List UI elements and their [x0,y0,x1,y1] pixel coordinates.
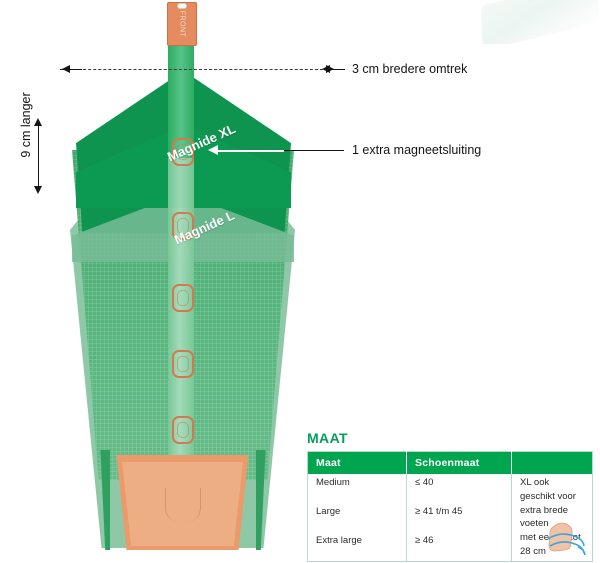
photo-fragment [470,0,600,44]
cell-maat-medium: Medium [307,474,407,503]
cell-schoenmaat-medium: ≤ 40 [406,474,512,503]
cell-maat-extra-large: Extra large [307,531,407,562]
width-callout-label: 3 cm bredere omtrek [352,62,468,76]
note-line-2: extra brede voeten [520,504,569,530]
foot-side-right [256,450,266,550]
magnet-callout-arrow-icon [208,145,218,155]
cell-schoenmaat-extra-large: ≥ 46 [406,531,512,562]
note-line-1: XL ook geschikt voor [520,477,576,502]
cell-maat-large: Large [307,502,407,532]
product-illustration: FRONT Magnide XL Magnide L [60,0,350,563]
size-table-header-note [511,451,593,474]
size-table-header-row: Maat Schoenmaat [307,451,593,474]
table-row: Medium ≤ 40 XL ook geschikt voor extra b… [307,474,593,557]
length-callout-label: 9 cm langer [19,92,33,158]
size-table-header-maat: Maat [307,451,407,474]
width-measure-line [68,69,328,70]
length-measure-line [38,122,39,192]
magnet-closure [172,416,194,444]
foot-inner [122,462,243,546]
size-section-title: MAAT [307,430,348,446]
cell-schoenmaat-large: ≥ 41 t/m 45 [406,502,512,532]
table-row: Extra large ≥ 46 [307,531,593,562]
front-tab: FRONT [167,2,197,46]
foot-side-left [100,450,110,550]
magnet-closure [172,284,194,312]
front-tab-hole-icon [177,3,187,9]
magnet-callout-line [282,150,344,151]
length-arrow-down-icon [34,186,42,194]
photo-fragment-shape [480,0,600,44]
length-arrow-up-icon [34,118,42,126]
front-tab-label: FRONT [178,10,186,38]
foot-seam [165,488,201,522]
magnet-closure [172,350,194,378]
magnet-closure [172,138,194,166]
size-table-header-schoenmaat: Schoenmaat [406,451,512,474]
width-left-stub [60,69,82,70]
magnet-closure [172,212,194,240]
magnet-callout-white-line [218,150,284,152]
foot-measure-icon [547,522,586,555]
size-section: MAAT Maat Schoenmaat Medium ≤ 40 XL ook … [307,430,593,562]
cell-note: XL ook geschikt voor extra brede voeten … [512,474,593,561]
size-table: Maat Schoenmaat Medium ≤ 40 XL ook gesch… [307,451,593,562]
width-callout-arrow-icon [322,65,330,73]
width-callout-line [325,69,345,70]
table-row: Large ≥ 41 t/m 45 [307,502,593,532]
magnet-callout-label: 1 extra magneetsluiting [352,143,482,157]
